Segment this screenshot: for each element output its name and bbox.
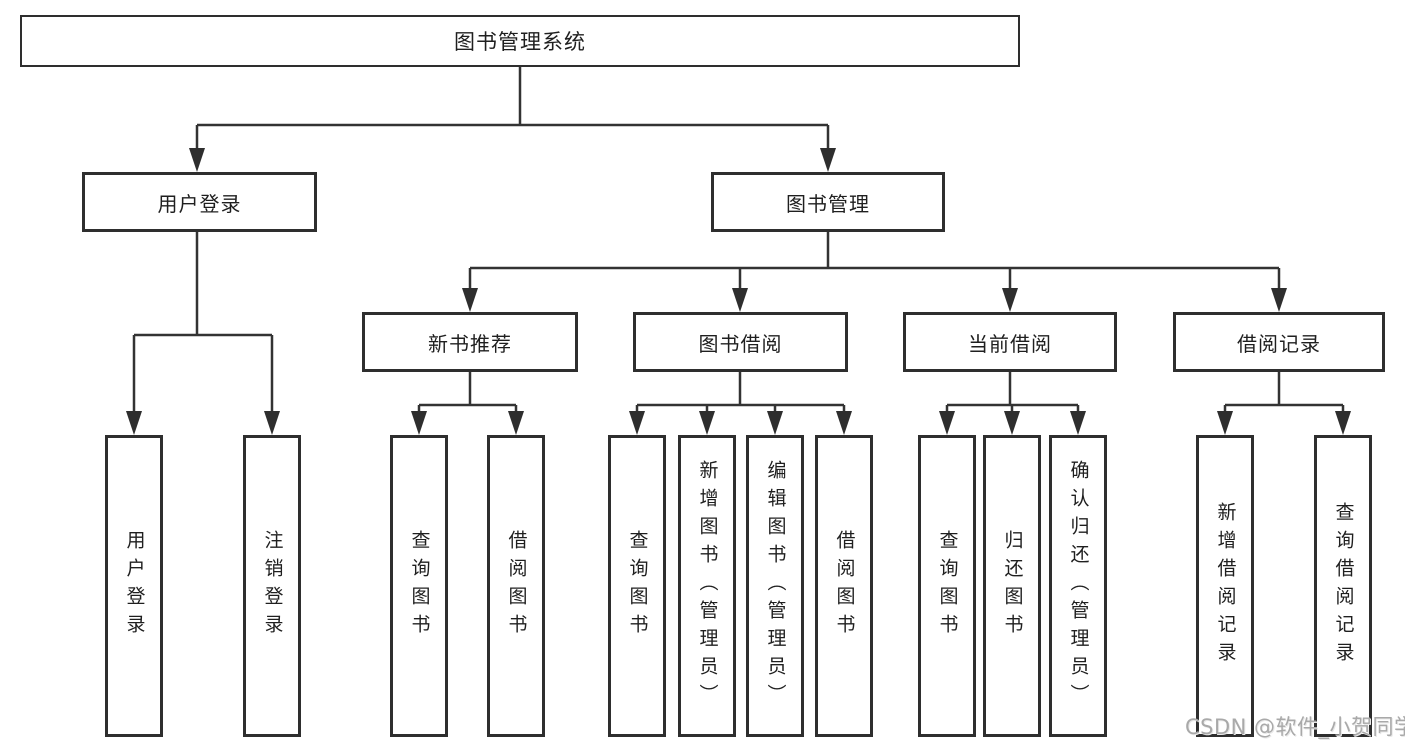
leaf-borrow-books-2: 借阅图书 bbox=[815, 435, 873, 737]
leaf-add-books-admin: 新增图书（管理员） bbox=[678, 435, 736, 737]
node-book-management-module: 图书管理 bbox=[711, 172, 945, 232]
leaf-label: 确认归还（管理员） bbox=[1067, 460, 1090, 712]
node-current-borrow: 当前借阅 bbox=[903, 312, 1117, 372]
leaf-label: 查询借阅记录 bbox=[1332, 502, 1355, 670]
leaf-borrow-books-1: 借阅图书 bbox=[487, 435, 545, 737]
leaf-return-books: 归还图书 bbox=[983, 435, 1041, 737]
leaf-edit-books-admin: 编辑图书（管理员） bbox=[746, 435, 804, 737]
leaf-query-books-2: 查询图书 bbox=[608, 435, 666, 737]
leaf-query-borrow-record: 查询借阅记录 bbox=[1314, 435, 1372, 737]
node-root-system: 图书管理系统 bbox=[20, 15, 1020, 67]
leaf-logout: 注销登录 bbox=[243, 435, 301, 737]
leaf-label: 归还图书 bbox=[1001, 530, 1024, 642]
leaf-label: 新增图书（管理员） bbox=[696, 460, 719, 712]
node-label: 新书推荐 bbox=[428, 331, 512, 356]
csdn-watermark: CSDN @软件_小贺同学 bbox=[1185, 715, 1405, 739]
leaf-label: 用户登录 bbox=[123, 530, 146, 642]
leaf-label: 查询图书 bbox=[408, 530, 431, 642]
node-user-login-module: 用户登录 bbox=[82, 172, 317, 232]
leaf-label: 编辑图书（管理员） bbox=[764, 460, 787, 712]
node-root-label: 图书管理系统 bbox=[454, 30, 586, 54]
leaf-query-books-3: 查询图书 bbox=[918, 435, 976, 737]
leaf-query-books-1: 查询图书 bbox=[390, 435, 448, 737]
leaf-user-login: 用户登录 bbox=[105, 435, 163, 737]
leaf-label: 注销登录 bbox=[261, 530, 284, 642]
node-label: 图书借阅 bbox=[698, 331, 783, 356]
node-book-borrow: 图书借阅 bbox=[633, 312, 848, 372]
node-label: 图书管理 bbox=[786, 191, 870, 216]
node-label: 当前借阅 bbox=[968, 331, 1052, 356]
leaf-label: 查询图书 bbox=[936, 530, 959, 642]
node-borrow-records: 借阅记录 bbox=[1173, 312, 1385, 372]
node-label: 借阅记录 bbox=[1237, 331, 1321, 356]
leaf-label: 新增借阅记录 bbox=[1214, 502, 1237, 670]
leaf-add-borrow-record: 新增借阅记录 bbox=[1196, 435, 1254, 737]
node-label: 用户登录 bbox=[157, 191, 242, 216]
node-new-book-recommend: 新书推荐 bbox=[362, 312, 578, 372]
leaf-label: 借阅图书 bbox=[833, 530, 856, 642]
leaf-confirm-return-admin: 确认归还（管理员） bbox=[1049, 435, 1107, 737]
leaf-label: 查询图书 bbox=[626, 530, 649, 642]
leaf-label: 借阅图书 bbox=[505, 530, 528, 642]
